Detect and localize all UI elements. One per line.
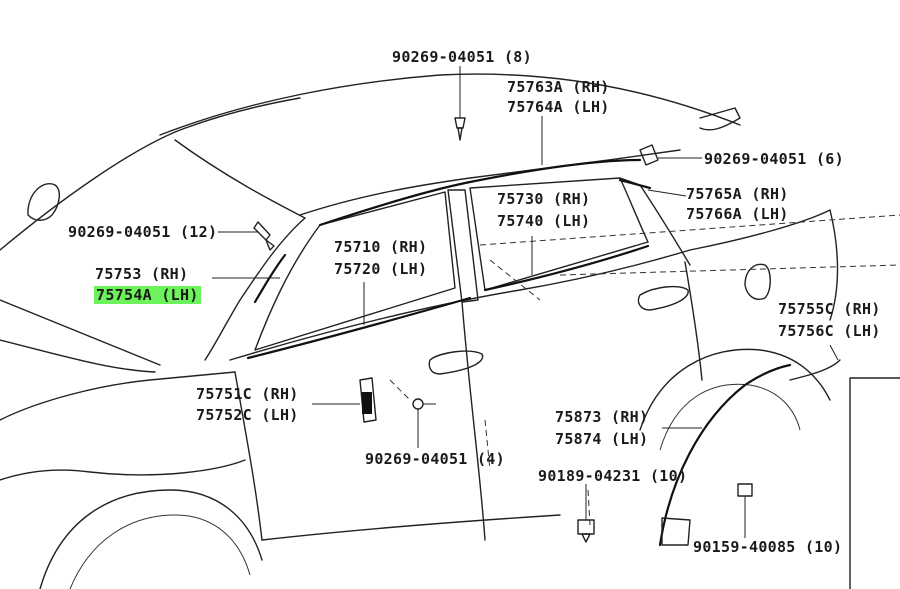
clip-top-icon: [454, 95, 466, 141]
phantom-line-6: [389, 379, 411, 401]
label-clip-left: 90269-04051 (12): [68, 223, 218, 241]
roof-rail: [299, 149, 681, 216]
rear-door-edge: [684, 261, 703, 381]
leader-quarter: [647, 189, 687, 197]
clip-arch-icon: [577, 519, 595, 543]
belt-line: [229, 249, 691, 361]
mirror-shape: [27, 183, 60, 221]
label-rear-win-lh: 75740 (LH): [497, 212, 591, 230]
molding-roof: [318, 158, 642, 227]
label-arch-lh: 75874 (LH): [555, 430, 649, 448]
label-arch-rh: 75873 (RH): [555, 408, 649, 426]
inset-box-edge: [849, 377, 900, 589]
label-clip-door: 90269-04051 (4): [365, 450, 505, 468]
front-wheel-arch: [39, 489, 263, 589]
door-handle-front: [428, 350, 484, 375]
a-pillar: [204, 217, 306, 361]
label-clip-arch: 90189-04231 (10): [538, 467, 688, 485]
label-front-win-lh: 75720 (LH): [334, 260, 428, 278]
label-roof-rh: 75763A (RH): [507, 78, 610, 96]
rocker-line: [261, 514, 561, 541]
rear-wheel-inner: [659, 383, 801, 451]
rear-body: [689, 209, 839, 321]
label-rear-body-rh: 75755C (RH): [778, 300, 881, 318]
door-handle-rear: [637, 285, 689, 311]
leader-rear-body: [829, 344, 839, 361]
front-door-front-edge: [234, 371, 263, 541]
label-front-win-rh: 75710 (RH): [334, 238, 428, 256]
rear-bumper-line: [789, 359, 841, 381]
windshield-outline: [0, 97, 301, 251]
label-pillar-lh: 75754A (LH): [94, 286, 201, 304]
front-fender: [0, 459, 246, 481]
molding-front-window: [246, 296, 472, 360]
label-pillar-rh: 75753 (RH): [95, 265, 189, 283]
b-pillar: [447, 189, 479, 303]
phantom-line-2: [559, 264, 900, 276]
molding-quarter: [618, 178, 652, 190]
label-mirror-rh: 75751C (RH): [196, 385, 299, 403]
molding-a-pillar: [253, 253, 287, 304]
fuel-door: [744, 263, 771, 300]
phantom-line-1: [479, 214, 900, 246]
label-screw-arch: 90159-40085 (10): [693, 538, 843, 556]
rear-wheel-arch: [639, 348, 831, 431]
front-wheel-inner: [69, 514, 251, 589]
label-rear-body-lh: 75756C (LH): [778, 322, 881, 340]
label-mirror-lh: 75752C (LH): [196, 406, 299, 424]
molding-rear-window: [483, 244, 650, 292]
label-roof-lh: 75764A (LH): [507, 98, 610, 116]
clip-left-icon: [253, 221, 275, 251]
hood-front: [0, 371, 236, 421]
roof-edge: [174, 139, 306, 219]
front-window: [254, 191, 456, 351]
phantom-line-5: [587, 489, 591, 526]
front-door-rear-edge: [461, 301, 486, 541]
trunk-spoiler: [699, 107, 741, 131]
label-clip-top: 90269-04051 (8): [392, 48, 532, 66]
windshield-lower: [0, 299, 161, 366]
screw-arch-icon: [737, 483, 753, 508]
label-quarter-lh: 75766A (LH): [686, 205, 789, 223]
arch-molding-end: [661, 517, 691, 546]
clip-door-icon: [412, 398, 436, 410]
label-clip-rear: 90269-04051 (6): [704, 150, 844, 168]
roof-line: [159, 73, 741, 136]
phantom-line-3: [489, 259, 541, 301]
wheel-arch-molding: [658, 363, 792, 547]
mirror-base-fill: [362, 392, 372, 414]
label-quarter-rh: 75765A (RH): [686, 185, 789, 203]
clip-rear-icon: [639, 144, 659, 166]
phantom-line-4: [484, 419, 491, 471]
hood-line: [0, 339, 156, 373]
label-rear-win-rh: 75730 (RH): [497, 190, 591, 208]
